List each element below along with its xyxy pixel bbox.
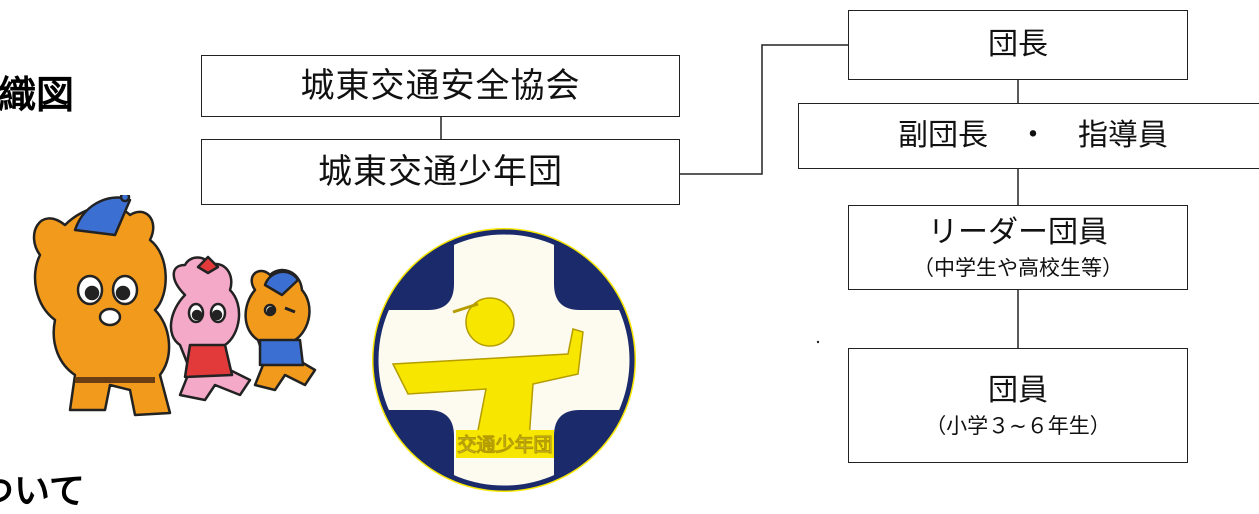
page-heading: 組織図 — [0, 73, 75, 117]
senior-member-title: リーダー団員 — [928, 214, 1108, 250]
senior-member-box: リーダー団員 （中学生や高校生等） — [848, 205, 1188, 290]
senior-member-note: （中学生や高校生等） — [913, 256, 1123, 281]
mascot-group-icon — [32, 195, 317, 417]
corps-label: 城東交通少年団 — [318, 151, 563, 192]
member-box: 団員 （小学３~６年生） — [848, 348, 1188, 463]
leader-box: 団長 — [848, 10, 1188, 80]
association-box: 城東交通安全協会 — [201, 55, 680, 117]
emblem-label: 交通少年団 — [457, 433, 552, 456]
member-note: （小学３~６年生） — [925, 414, 1111, 439]
vice-leader-box: 副団長 ・ 指導員 — [798, 103, 1259, 169]
corps-box: 城東交通少年団 — [201, 139, 680, 205]
org-connector-lines — [440, 44, 1019, 348]
association-label: 城東交通安全協会 — [300, 65, 581, 106]
member-title: 団員 — [988, 372, 1048, 408]
vice-leader-label: 副団長 ・ 指導員 — [898, 118, 1168, 154]
mascot-pink-icon — [169, 256, 252, 402]
leader-label: 団長 — [988, 27, 1048, 63]
emblem-icon: 交通少年団 — [372, 228, 636, 492]
